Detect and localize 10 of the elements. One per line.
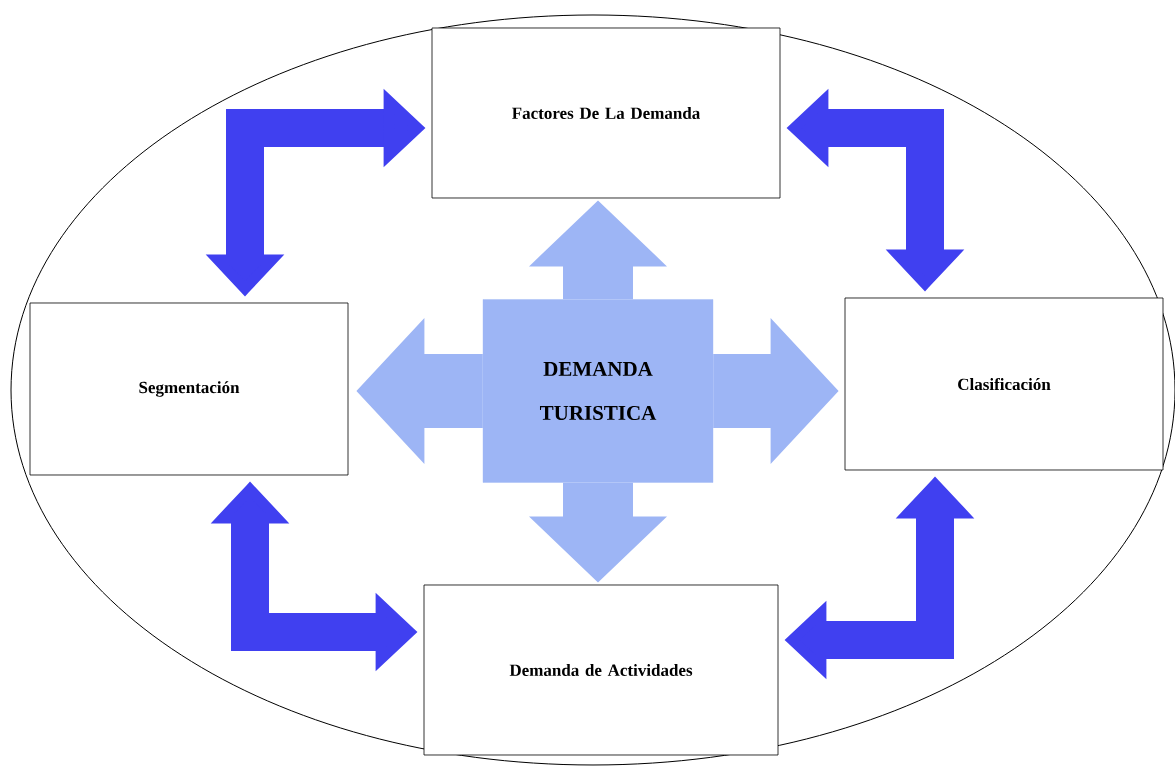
center-block: DEMANDA TURISTICA [482, 299, 714, 483]
text-box: Segmentación [29, 302, 349, 476]
block-arrow [356, 318, 483, 464]
text-box: Demanda de Actividades [423, 584, 779, 756]
block-arrow [529, 200, 667, 300]
block-arrow [529, 482, 667, 583]
block-arrow [713, 318, 839, 464]
text-box: Clasificación [844, 297, 1164, 471]
ellipse-outline [10, 14, 1175, 766]
text-box: Factores De La Demanda [431, 27, 781, 199]
